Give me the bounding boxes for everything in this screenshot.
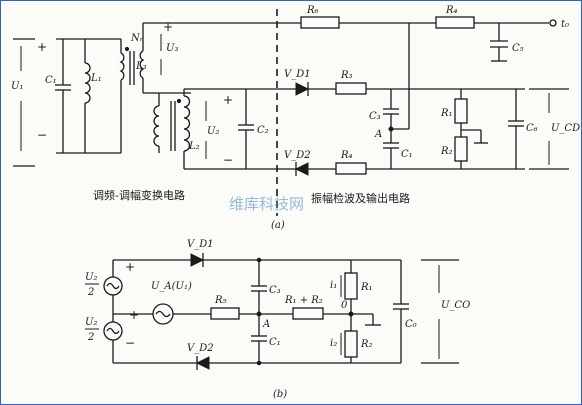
label-c4-b: C₁ xyxy=(269,337,281,348)
caption-sub-a: (a) xyxy=(271,220,285,231)
diode-vd2: V_D2 xyxy=(284,150,311,176)
diode-vd1: V_D1 xyxy=(284,69,311,96)
label-r6: R₆ xyxy=(306,5,319,16)
watermark: 维库科技网 xyxy=(229,195,304,213)
label-a: A xyxy=(374,129,382,140)
input-u1: + − U₁ xyxy=(11,38,47,167)
label-c1: C₁ xyxy=(45,75,57,86)
transformer-l2: L₂ xyxy=(153,89,200,169)
output-indicator-b: U_CO xyxy=(421,259,470,364)
mid-plus: + xyxy=(129,308,139,322)
caption-left: 调频-调幅变换电路 xyxy=(93,188,185,202)
label-l1: L₁ xyxy=(90,73,102,84)
label-r3: R₃ xyxy=(340,70,353,81)
source-bottom: U₂ 2 − xyxy=(85,317,135,350)
resistor-r3: R₃ xyxy=(335,70,367,95)
label-ua: U_A(U₁) xyxy=(151,281,192,292)
u1-plus: + xyxy=(37,40,47,54)
resistor-r12: R₁ + R₂ xyxy=(284,295,324,320)
src-top-plus: + xyxy=(125,260,135,274)
diode-vd1-b: V_D1 xyxy=(187,239,214,267)
label-l3: L₃ xyxy=(135,61,147,72)
label-vd2: V_D2 xyxy=(284,150,311,161)
label-c5: C₅ xyxy=(512,43,524,54)
capacitors-b: C₃ C₁ A xyxy=(251,257,281,366)
label-zero: 0 xyxy=(341,300,348,311)
label-i1: i₁ xyxy=(330,280,337,291)
label-t-out: t₀ xyxy=(561,19,569,30)
label-u2half-top: U₂ xyxy=(85,272,97,283)
caption-right: 振幅检波及输出电路 xyxy=(311,191,410,205)
label-c0: C₀ xyxy=(405,319,417,330)
resistors-r1-r2: R₁ R₂ xyxy=(440,89,488,169)
label-c4: C₁ xyxy=(401,149,413,160)
source-top: U₂ 2 + xyxy=(85,260,135,298)
label-vd2-b: V_D2 xyxy=(187,343,214,354)
output-voltage-indicator: U_CD xyxy=(529,88,580,170)
label-u1: U₁ xyxy=(11,81,23,92)
label-vd1-b: V_D1 xyxy=(187,239,214,250)
u2-indicator: U₂ + − xyxy=(184,88,276,170)
resistor-r4-bottom: R₄ xyxy=(335,150,367,175)
label-u2half-bottom-den: 2 xyxy=(87,332,94,343)
label-r2: R₂ xyxy=(440,146,453,157)
label-r4-bottom: R₄ xyxy=(340,150,353,161)
label-c3-b: C₃ xyxy=(269,285,281,296)
capacitor-c2: C₂ xyxy=(238,89,269,169)
u2-plus: + xyxy=(223,93,233,107)
label-u2half-top-den: 2 xyxy=(87,287,94,298)
capacitor-c6: C₆ xyxy=(508,89,538,169)
label-r1-b: R₁ xyxy=(360,282,373,293)
u2-minus: − xyxy=(223,153,233,167)
label-c6: C₆ xyxy=(526,123,538,134)
label-a-b: A xyxy=(262,319,270,330)
label-u3: U₃ xyxy=(166,43,178,54)
label-i2: i₂ xyxy=(330,338,337,349)
source-ua: U_A(U₁) xyxy=(151,281,192,325)
diode-vd2-b: V_D2 xyxy=(187,343,214,370)
transformer-top: Nₙ L₃ U₃ + xyxy=(119,20,178,153)
tank-c1-l1: C₁ L₁ xyxy=(45,38,121,154)
resistors-r1-r2-b: i₁ i₂ R₁ R₂ xyxy=(330,260,381,363)
label-u2: U₂ xyxy=(207,126,219,137)
label-l2: L₂ xyxy=(188,141,200,152)
u1-minus: − xyxy=(37,128,47,142)
capacitor-c0: C₀ xyxy=(393,260,417,363)
label-n: Nₙ xyxy=(130,33,144,44)
label-rs: R₅ xyxy=(214,295,227,306)
caption-sub-b: (b) xyxy=(273,389,287,400)
src-bottom-minus: − xyxy=(125,336,135,350)
label-c2: C₂ xyxy=(257,125,269,136)
label-uco: U_CO xyxy=(441,300,470,311)
label-u2half-bottom: U₂ xyxy=(85,317,97,328)
output-filter: R₄ C₅ t₀ xyxy=(409,5,569,62)
resistor-rs: R₅ xyxy=(210,295,240,320)
resistor-r6: R₆ xyxy=(281,5,409,29)
label-r1: R₁ xyxy=(440,108,453,119)
label-r2-b: R₂ xyxy=(360,339,373,350)
u3-plus: + xyxy=(163,20,173,34)
label-r4-top: R₄ xyxy=(445,5,458,16)
capacitor-chain: C₃ A C₁ xyxy=(369,89,413,169)
label-c3: C₃ xyxy=(369,111,381,122)
label-u-out: U_CD xyxy=(551,123,580,134)
label-r12: R₁ + R₂ xyxy=(284,295,323,306)
label-vd1: V_D1 xyxy=(284,69,311,80)
